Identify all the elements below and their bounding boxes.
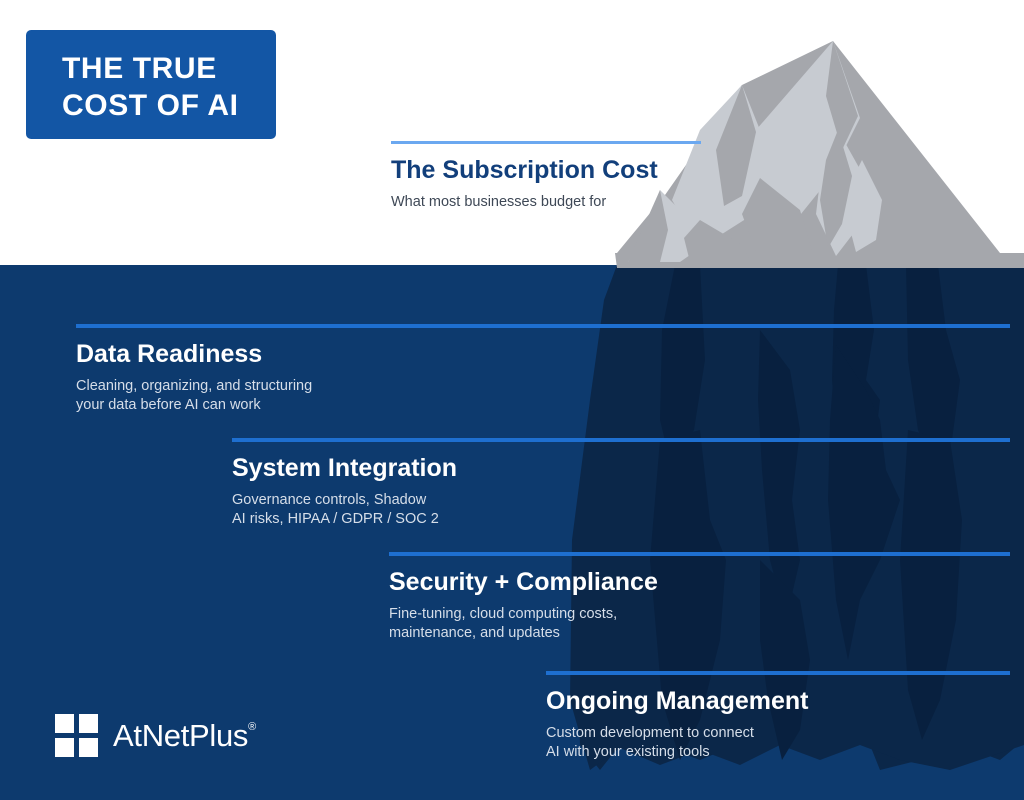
section-rule bbox=[76, 324, 1010, 328]
section-subscription-cost: The Subscription Cost What most business… bbox=[391, 141, 701, 212]
atnetplus-logo: AtNetPlus ® bbox=[55, 714, 256, 757]
section-data-readiness: Data Readiness Cleaning, organizing, and… bbox=[76, 324, 1010, 415]
section-description: Custom development to connect AI with yo… bbox=[546, 725, 754, 760]
registered-trademark-icon: ® bbox=[248, 720, 256, 733]
section-rule bbox=[391, 141, 701, 144]
section-rule bbox=[232, 438, 1010, 442]
section-title: The Subscription Cost bbox=[391, 156, 658, 184]
section-system-integration: System Integration Governance controls, … bbox=[232, 438, 1010, 529]
title-line-2: COST OF AI bbox=[62, 89, 239, 122]
section-description: Governance controls, Shadow AI risks, HI… bbox=[232, 492, 439, 527]
section-title: Security + Compliance bbox=[389, 568, 658, 596]
logo-wordmark-group: AtNetPlus ® bbox=[113, 717, 256, 753]
section-description: What most businesses budget for bbox=[391, 194, 607, 210]
section-title: Ongoing Management bbox=[546, 687, 809, 715]
section-title: System Integration bbox=[232, 454, 458, 482]
section-rule bbox=[546, 671, 1010, 675]
section-description: Fine-tuning, cloud computing costs, main… bbox=[389, 606, 618, 641]
section-description: Cleaning, organizing, and structuring yo… bbox=[76, 378, 313, 413]
title-badge: THE TRUE COST OF AI bbox=[26, 30, 276, 139]
section-rule bbox=[389, 552, 1010, 556]
section-ongoing-management: Ongoing Management Custom development to… bbox=[546, 671, 1010, 762]
section-title: Data Readiness bbox=[76, 340, 263, 368]
logo-wordmark: AtNetPlus bbox=[113, 717, 249, 753]
title-line-1: THE TRUE bbox=[62, 52, 217, 85]
logo-squares-icon bbox=[55, 714, 98, 757]
section-security-compliance: Security + Compliance Fine-tuning, cloud… bbox=[389, 552, 1010, 643]
